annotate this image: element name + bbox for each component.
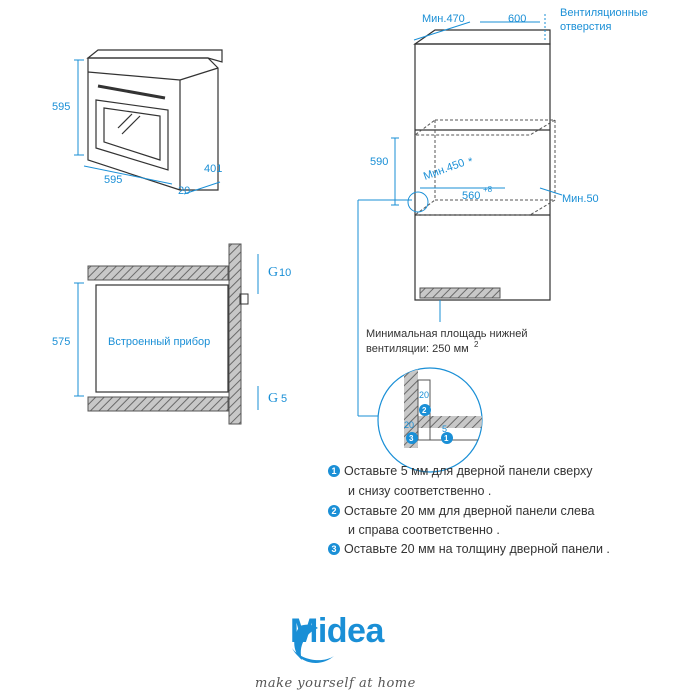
niche-height-label: 590 [370,156,388,168]
brand-logo: Midea [290,612,384,650]
brand-slogan: make yourself at home [255,676,416,691]
gap-bottom-letter: G [268,391,278,406]
vent-label-line1: Вентиляционные [560,7,648,19]
note-3-line1: Оставьте 20 мм на толщину дверной панели… [344,542,610,556]
note-2-line1: Оставьте 20 мм для дверной панели слева [344,504,595,518]
niche-width-sup: +8 [483,185,493,194]
gap-top-letter: G [268,265,278,280]
vent-label-line2: отверстия [560,21,612,33]
note-1-cont: и снизу соответственно . [348,484,492,498]
built-in-appliance-label: Встроенный прибор [108,336,210,348]
note-1: 1 Оставьте 5 мм для дверной панели сверху [328,464,593,478]
oven-perspective [86,49,223,191]
bottom-vent-line2: вентиляции: 250 мм [366,343,469,355]
niche-depth-label: 600 [508,13,526,25]
note-1-line1: Оставьте 5 мм для дверной панели сверху [344,464,593,478]
oven-height-label: 595 [52,101,70,113]
note-3: 3 Оставьте 20 мм на толщину дверной панел… [328,542,610,556]
cross-section: Встроенный прибор 575 G 10 G 5 [52,243,291,425]
detail-marker-2: 2 [422,406,427,415]
note-2: 2 Оставьте 20 мм для дверной панели слева [328,504,594,518]
note-3-number: 3 [328,543,340,555]
midea-logo-icon [292,624,334,663]
niche-min-gap-label: Мин.50 [562,193,599,205]
cabinet-dimensions: Мин.470 600 Вентиляционные отверстия 590… [357,7,648,417]
detail-value-2: 20 [404,420,414,430]
oven-depth-label: 401 [204,163,222,175]
detail-marker-1: 1 [444,434,449,443]
oven-door-depth-label: 20 [178,185,190,197]
detail-value-1: 20 [419,390,429,400]
bottom-vent-line1: Минимальная площадь нижней [366,328,527,340]
detail-marker-3: 3 [409,434,414,443]
niche-width-label: 560 [462,190,480,202]
note-2-number: 2 [328,505,340,517]
bottom-vent-sup: 2 [474,340,479,349]
note-1-number: 1 [328,465,340,477]
cabinet [413,29,557,301]
detail-value-3: 5 [442,424,447,434]
oven-dimensions: 595 595 401 20 [52,59,222,197]
oven-width-label: 595 [104,174,122,186]
gap-bottom-value: 5 [281,393,287,405]
gap-detail: 20 20 5 2 1 3 [377,367,483,473]
gap-top-value: 10 [279,267,291,279]
niche-min-height-label: Мин.450 [422,157,466,183]
niche-min-depth-label: Мин.470 [422,13,465,25]
niche-min-height-sup: * [468,156,473,168]
note-2-cont: и справа соответственно . [348,523,500,537]
section-height-label: 575 [52,336,70,348]
